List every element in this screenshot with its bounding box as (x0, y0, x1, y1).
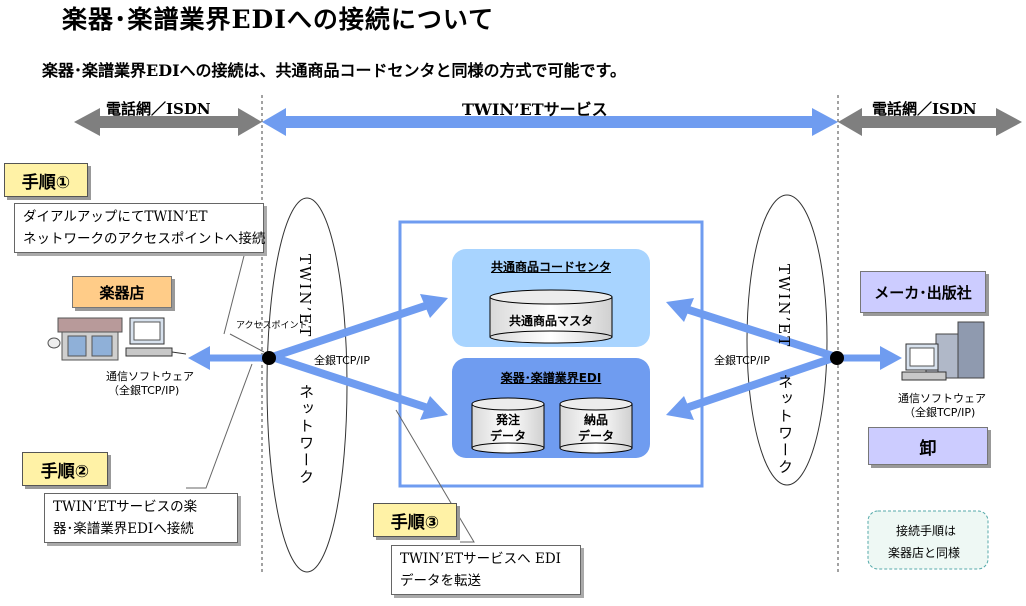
access-point-label: アクセスポイント (236, 321, 308, 331)
code-center-title: 共通商品コードセンタ (490, 260, 611, 274)
step2-label: 手順② (22, 452, 108, 486)
left-band-arrow (74, 108, 262, 136)
step3-pointer (395, 409, 475, 543)
right-band-label: 電話網／ISDN (872, 100, 977, 118)
right-protocol-label: 全銀TCP/IP (714, 354, 770, 367)
arrow-right-to-edi (666, 353, 838, 420)
page-title: 楽器･楽譜業界EDIへの接続について (62, 5, 495, 34)
right-network-label-bottom: ネットワーク (776, 374, 794, 476)
step1-text-line2: ネットワークのアクセスポイントへ接続 (23, 231, 266, 247)
shop-icon (47, 317, 123, 361)
left-band-label: 電話網／ISDN (106, 100, 211, 118)
left-network-label-bottom: ネットワーク (297, 384, 315, 486)
center-frame (398, 220, 704, 488)
delivery-db-line2: データ (577, 429, 614, 443)
right-software-line1: 通信ソフトウェア (898, 392, 986, 405)
step2-pointer (186, 363, 253, 489)
delivery-db-label: 納品 データ (560, 412, 632, 444)
order-db-cylinder (471, 397, 545, 454)
left-access-point (262, 351, 276, 365)
delivery-db-line1: 納品 (583, 413, 608, 427)
delivery-db-cylinder (559, 397, 633, 454)
instrument-shop-label: 楽器店 (72, 276, 172, 308)
arrow-right-to-codecenter (666, 298, 838, 361)
left-protocol-label: 全銀TCP/IP (314, 354, 370, 367)
left-software-line2: （全銀TCP/IP) (108, 384, 180, 397)
wholesaler-label: 卸 (868, 427, 988, 465)
step1-label: 手順① (4, 163, 88, 197)
arrow-left-to-codecenter (270, 294, 448, 361)
order-db-line1: 発注 (495, 413, 520, 427)
step2-text-line1: TWIN’ETサービスの楽 (53, 499, 198, 515)
master-db-cylinder (489, 289, 613, 344)
right-software-line2: （全銀TCP/IP) (904, 406, 976, 419)
maker-publisher-label: メーカ･出版社 (860, 271, 986, 313)
center-band-label: TWIN’ETサービス (462, 100, 608, 119)
note-line2: 楽器店と同様 (888, 546, 961, 560)
step3-label: 手順③ (373, 503, 457, 537)
step1-text-line1: ダイアルアップにてTWIN’ET (23, 209, 208, 225)
step3-text-line2: データを転送 (400, 573, 481, 589)
step3-text-line1: TWIN’ETサービスへ EDI (400, 551, 561, 567)
right-network-label-top: TWIN’ET (775, 264, 793, 349)
left-computer-icon (125, 317, 187, 357)
arrow-access-to-shop (188, 346, 268, 370)
order-db-line2: データ (489, 429, 526, 443)
arrow-left-to-edi (270, 353, 448, 420)
right-network-ellipse (746, 194, 828, 486)
edi-title: 楽器･楽譜業界EDI (500, 371, 602, 385)
note-box (867, 510, 989, 570)
right-access-point (830, 351, 844, 365)
step1-callout: ダイアルアップにてTWIN’ET ネットワークのアクセスポイントへ接続 (14, 203, 266, 253)
arrow-access-to-maker (838, 346, 902, 370)
right-band-arrow (838, 108, 1022, 136)
order-db-label: 発注 データ (472, 412, 544, 444)
left-software-line1: 通信ソフトウェア (106, 370, 194, 383)
step2-callout: TWIN’ETサービスの楽 器･楽譜業界EDIへ接続 (44, 493, 238, 543)
step3-callout: TWIN’ETサービスへ EDI データを転送 (391, 545, 581, 595)
right-computer-icon (901, 343, 947, 381)
master-db-label: 共通商品マスタ (508, 314, 593, 328)
access-point-pointer (229, 333, 265, 353)
page-subtitle: 楽器･楽譜業界EDIへの接続は、共通商品コードセンタと同様の方式で可能です。 (42, 61, 626, 80)
center-band-arrow (262, 108, 838, 136)
left-network-label-top: TWIN’ET (296, 254, 314, 339)
note-line1: 接続手順は (896, 524, 957, 538)
step2-text-line2: 器･楽譜業界EDIへ接続 (53, 521, 194, 537)
